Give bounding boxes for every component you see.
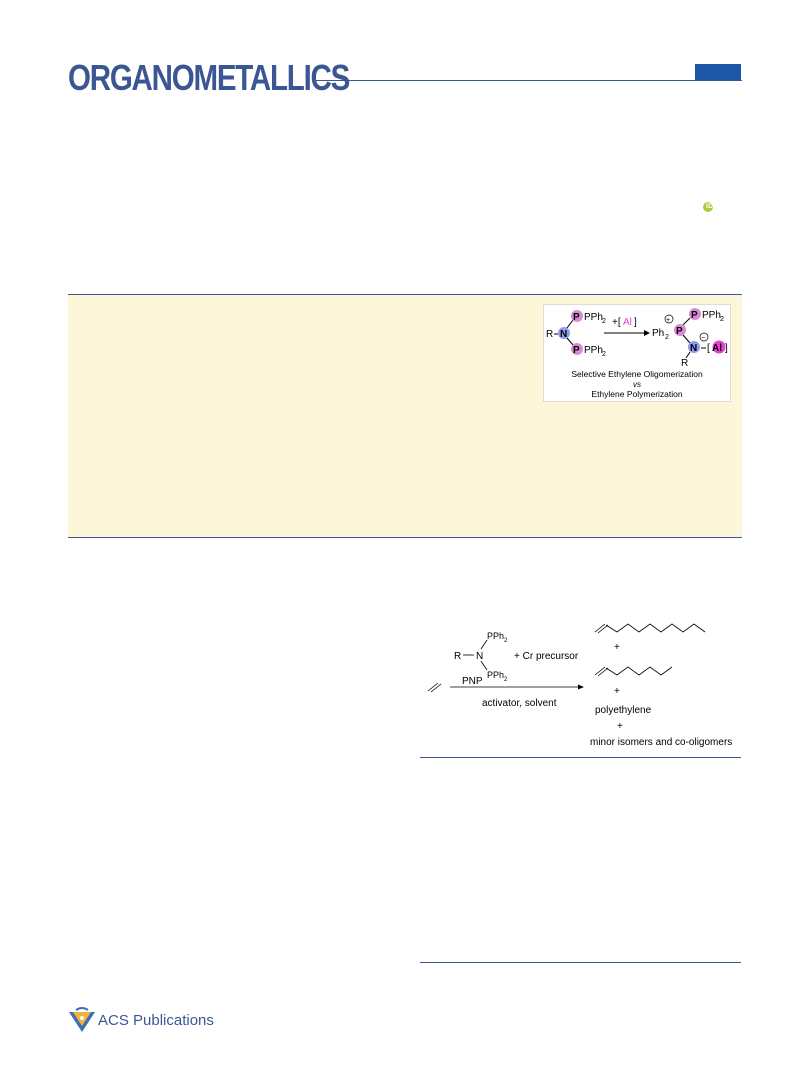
toc-bond (685, 351, 691, 359)
publisher-name[interactable]: ACS Publications (98, 1012, 214, 1029)
ethylene-bond (430, 683, 442, 693)
scheme-plus: + (614, 686, 620, 697)
octene-bond (594, 623, 606, 633)
toc-sub2: 2 (602, 351, 606, 358)
toc-minus-charge-circle (699, 332, 709, 342)
hexene-bond (594, 666, 606, 676)
scheme-bond (480, 639, 488, 650)
scheme-conditions: activator, solvent (482, 698, 557, 709)
scheme-pph2-bottom: PPh (487, 670, 504, 680)
toc-p-label: P (573, 345, 580, 356)
octene-chain (605, 623, 706, 633)
ethylene-bond (427, 682, 439, 692)
scheme-cr-precursor: + Cr precursor (514, 651, 579, 662)
toc-graphic: R N P PPh 2 P PPh 2 +[ Al ] Ph 2 P + P P… (543, 304, 731, 402)
toc-product-ph2: Ph (652, 328, 664, 339)
scheme-figure: R N PPh 2 PPh 2 + Cr precursor PNP activ… (420, 610, 745, 750)
toc-sub2: 2 (665, 334, 669, 341)
scheme-bond (480, 660, 488, 671)
scheme-pph2-top: PPh (487, 631, 504, 641)
toc-caption-vs: vs (633, 380, 641, 389)
toc-reagent-close: ] (634, 317, 637, 328)
toc-bond (682, 317, 691, 326)
toc-n-highlight (688, 341, 700, 353)
toc-reagent-al: Al (623, 317, 632, 328)
scheme-r-label: R (454, 651, 461, 662)
scheme-pnp-label: PNP (462, 676, 483, 687)
scheme-arrowhead (578, 684, 584, 690)
scheme-plus: + (617, 721, 623, 732)
toc-plus-charge: + (666, 317, 670, 324)
toc-arrowhead (644, 330, 650, 336)
toc-caption-line1: Selective Ethylene Oligomerization (571, 369, 703, 379)
scheme-n-label: N (476, 651, 483, 662)
scheme-plus: + (614, 642, 620, 653)
journal-title: ORGANOMETALLICS (68, 57, 350, 98)
toc-graphic-svg: R N P PPh 2 P PPh 2 +[ Al ] Ph 2 P + P P… (546, 308, 728, 399)
toc-pph2-label: PPh (584, 345, 603, 356)
toc-n-label: N (690, 343, 697, 354)
scheme-sub2: 2 (504, 677, 508, 683)
toc-pph2-label: PPh (584, 312, 603, 323)
header-tab (695, 64, 741, 80)
toc-bond (682, 334, 691, 344)
toc-r-label: R (546, 329, 553, 340)
toc-reagent-open: +[ (612, 317, 621, 328)
toc-p-label: P (691, 310, 698, 321)
scheme-polyethylene: polyethylene (595, 705, 652, 716)
toc-p-highlight (674, 324, 686, 336)
toc-al-label: Al (712, 343, 722, 354)
toc-minus-charge: − (701, 335, 705, 342)
figure-bottom-rule (420, 962, 741, 963)
hexene-bond (597, 667, 609, 677)
toc-p-highlight (571, 310, 583, 322)
toc-bond (566, 337, 574, 346)
toc-caption-line2: Ethylene Polymerization (591, 389, 682, 399)
scheme-svg: R N PPh 2 PPh 2 + Cr precursor PNP activ… (427, 623, 732, 748)
scheme-sub2: 2 (504, 638, 508, 644)
octene-bond (597, 624, 609, 634)
toc-p-highlight (689, 308, 701, 320)
toc-pph2-label: PPh (702, 310, 721, 321)
toc-p-label: P (573, 312, 580, 323)
toc-n-highlight (558, 327, 570, 339)
scheme-minor-products: minor isomers and co-oligomers (590, 737, 732, 748)
toc-plus-charge-circle (664, 314, 674, 324)
header-rule (312, 80, 742, 81)
hexene-chain (605, 666, 673, 676)
toc-bond (566, 319, 574, 329)
toc-al-highlight (712, 340, 726, 354)
scheme-bottom-rule (420, 757, 741, 758)
toc-r-label: R (681, 358, 688, 369)
toc-p-label: P (676, 326, 683, 337)
acs-logo-icon (69, 1007, 95, 1032)
toc-sub2: 2 (602, 318, 606, 325)
toc-p-highlight (571, 343, 583, 355)
toc-al-bracket-open: [ (707, 343, 710, 354)
toc-sub2: 2 (720, 316, 724, 323)
toc-n-label: N (560, 329, 567, 340)
orcid-icon[interactable]: iD (703, 202, 713, 212)
toc-al-bracket-close: ] (725, 343, 728, 354)
orcid-label: iD (706, 203, 713, 210)
